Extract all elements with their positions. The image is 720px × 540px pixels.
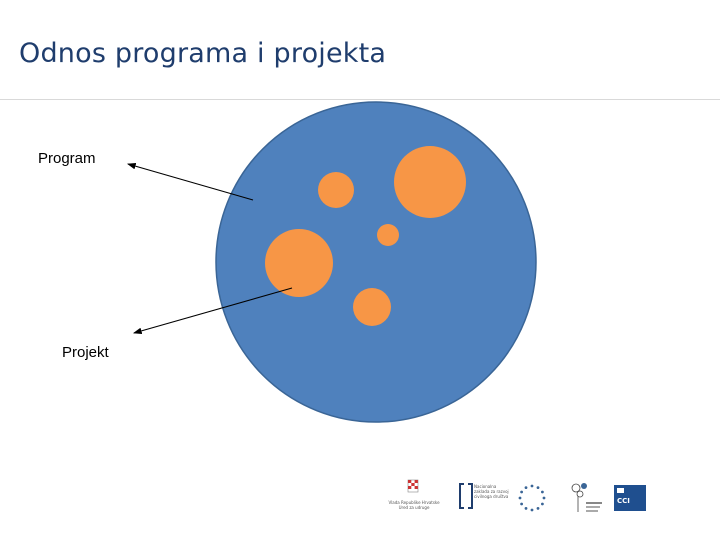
footer-logos: Vlada Republike Hrvatske Ured za udruge … <box>378 478 658 528</box>
projekt-label: Projekt <box>62 344 109 361</box>
project-circle-medium <box>353 288 391 326</box>
title-divider <box>0 99 720 100</box>
project-circle-large-2 <box>265 229 333 297</box>
project-circle-tiny <box>377 224 399 246</box>
projekt-arrow <box>132 287 293 335</box>
cci-logo-box: CCI <box>614 485 646 511</box>
project-circle-small-1 <box>318 172 354 208</box>
program-circle <box>215 101 537 423</box>
flower-logo <box>564 478 606 522</box>
program-arrow <box>126 162 254 201</box>
eu-stars-icon <box>518 484 546 512</box>
coat-of-arms-icon <box>407 479 419 493</box>
foundation-logo-text: Nacionalna zaklada za razvoj civilnoga d… <box>474 484 509 499</box>
bracket-icon <box>459 483 473 509</box>
page-title: Odnos programa i projekta <box>19 38 387 69</box>
cci-logo-text: CCI <box>617 497 630 505</box>
cci-mark-icon <box>617 488 624 493</box>
program-label: Program <box>38 150 96 167</box>
project-circle-large-1 <box>394 146 466 218</box>
government-logo: Vlada Republike Hrvatske Ured za udruge <box>382 478 444 522</box>
foundation-logo: Nacionalna zaklada za razvoj civilnoga d… <box>458 478 510 522</box>
flower-icon <box>571 483 602 512</box>
cci-logo: CCI <box>614 478 646 522</box>
government-logo-text: Vlada Republike Hrvatske Ured za udruge <box>388 500 440 510</box>
eu-logo <box>516 478 548 522</box>
